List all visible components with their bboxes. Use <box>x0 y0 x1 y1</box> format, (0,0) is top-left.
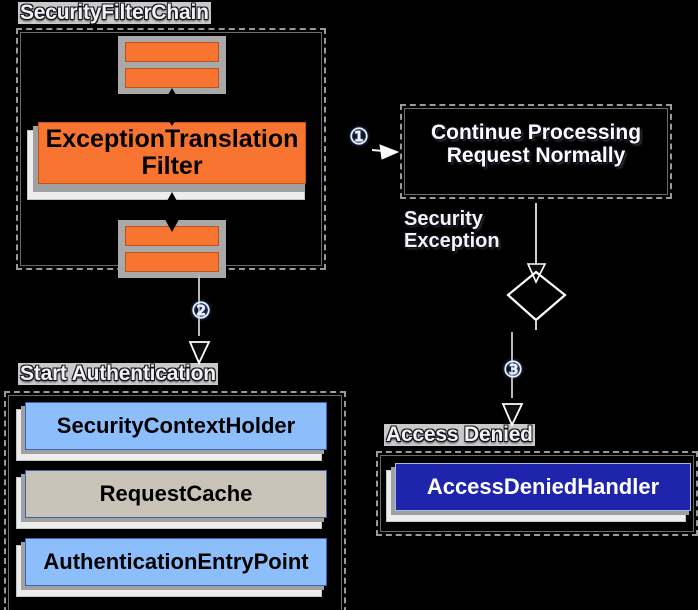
security-exception-label: Security Exception <box>404 208 500 252</box>
filter-bar-upper-2 <box>125 68 219 88</box>
decision-diamond <box>506 270 567 322</box>
arrow-to-continue-processing <box>371 144 400 160</box>
badge-step-2: ② <box>191 298 211 323</box>
security-context-holder[interactable]: SecurityContextHolder <box>25 402 327 450</box>
access-denied-handler[interactable]: AccessDeniedHandler <box>395 463 691 511</box>
continue-processing-label[interactable]: Continue Processing Request Normally <box>430 121 642 167</box>
filter-stack-upper <box>118 36 226 94</box>
exception-translation-filter[interactable]: ExceptionTranslation Filter <box>38 122 306 184</box>
group-start-authentication-title: Start Authentication <box>18 362 218 386</box>
filter-bar-lower-2 <box>125 252 219 272</box>
request-cache[interactable]: RequestCache <box>25 470 327 518</box>
authentication-entry-point[interactable]: AuthenticationEntryPoint <box>25 538 327 586</box>
group-security-filter-chain-title: SecurityFilterChain <box>18 1 211 25</box>
filter-stack-lower <box>118 220 226 278</box>
filter-bar-upper-1 <box>125 42 219 62</box>
filter-bar-lower-1 <box>125 226 219 246</box>
badge-step-1: ① <box>349 124 369 149</box>
group-access-denied-title: Access Denied <box>384 423 535 447</box>
badge-step-3: ③ <box>503 357 523 382</box>
